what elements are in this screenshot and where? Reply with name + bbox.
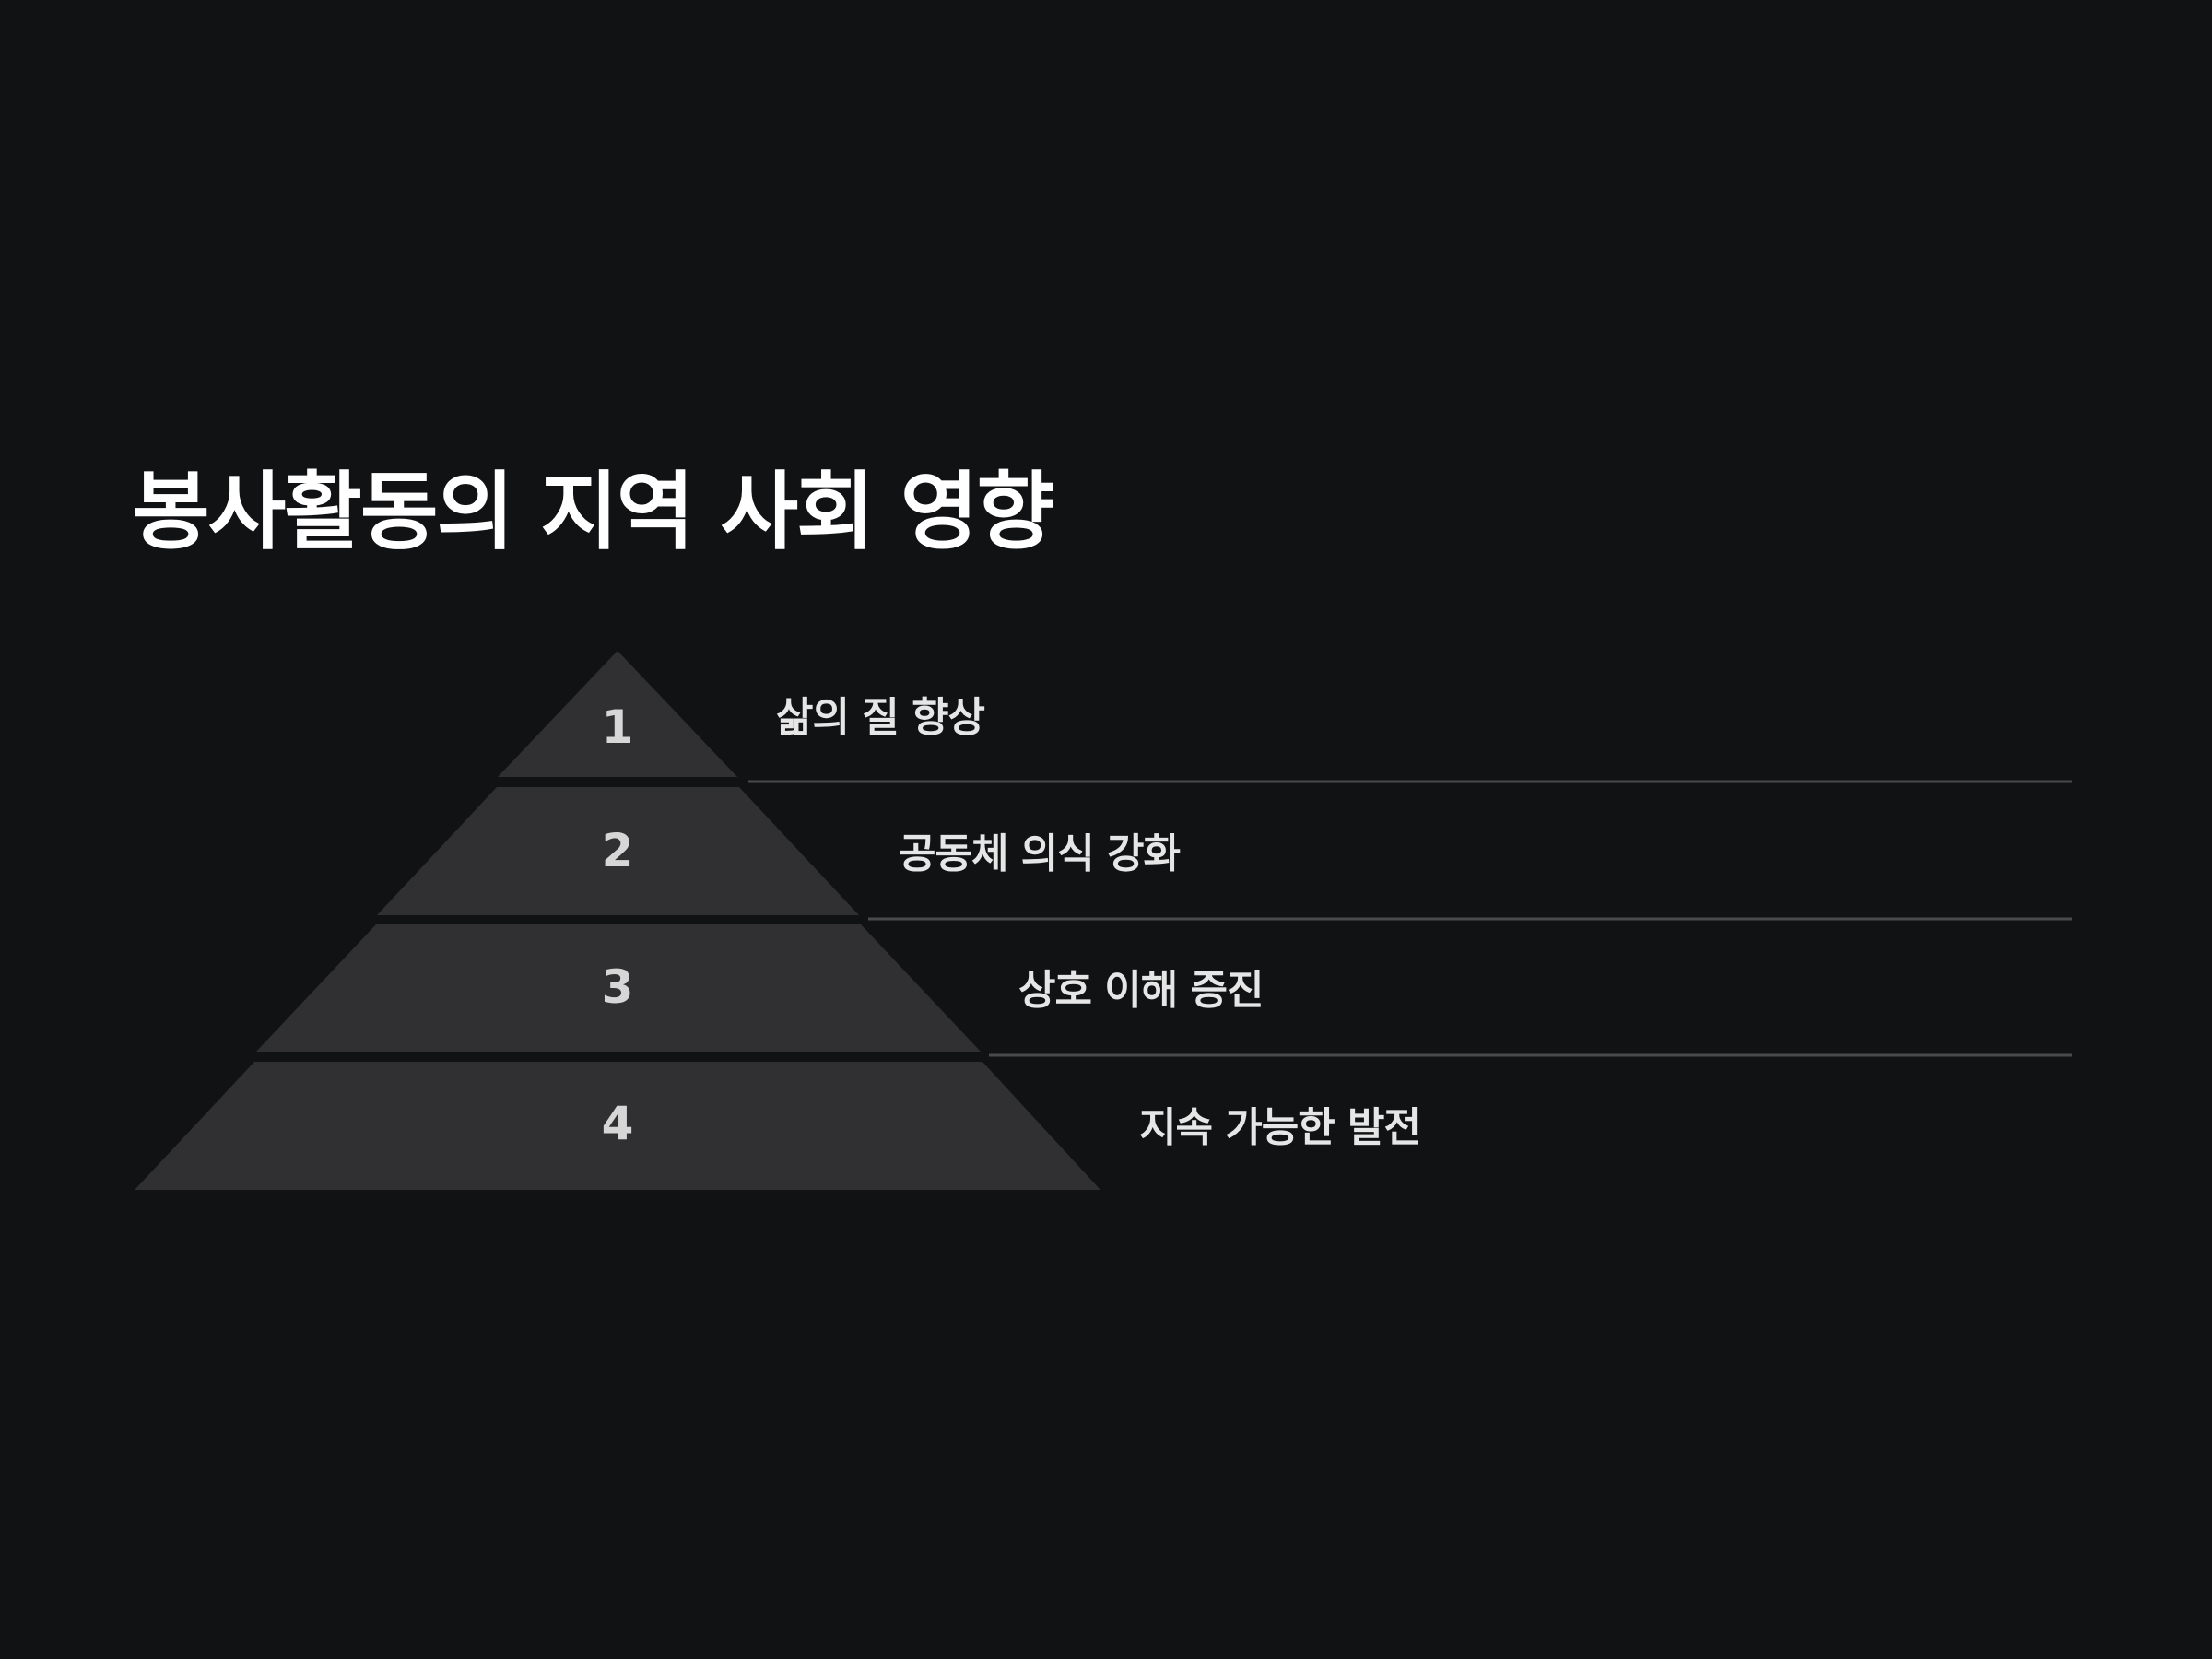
pyramid-tier-4: [135, 1062, 1100, 1190]
level-label-3: 상호 이해 증진: [1018, 967, 1265, 1014]
tier-number-2: 2: [602, 824, 634, 877]
tier-number-3: 3: [602, 960, 634, 1014]
level-label-2: 공동체 의식 강화: [899, 830, 1181, 877]
slide-title: 봉사활동의 지역 사회 영향: [132, 463, 1054, 561]
level-label-1: 삶의 질 향상: [776, 694, 985, 741]
pyramid-tier-3: [256, 924, 981, 1052]
tier-number-4: 4: [602, 1097, 634, 1150]
level-label-4: 지속 가능한 발전: [1139, 1104, 1421, 1151]
tier-number-1: 1: [602, 700, 634, 754]
pyramid-tier-2: [377, 787, 859, 915]
pyramid-tier-1: [498, 651, 737, 777]
